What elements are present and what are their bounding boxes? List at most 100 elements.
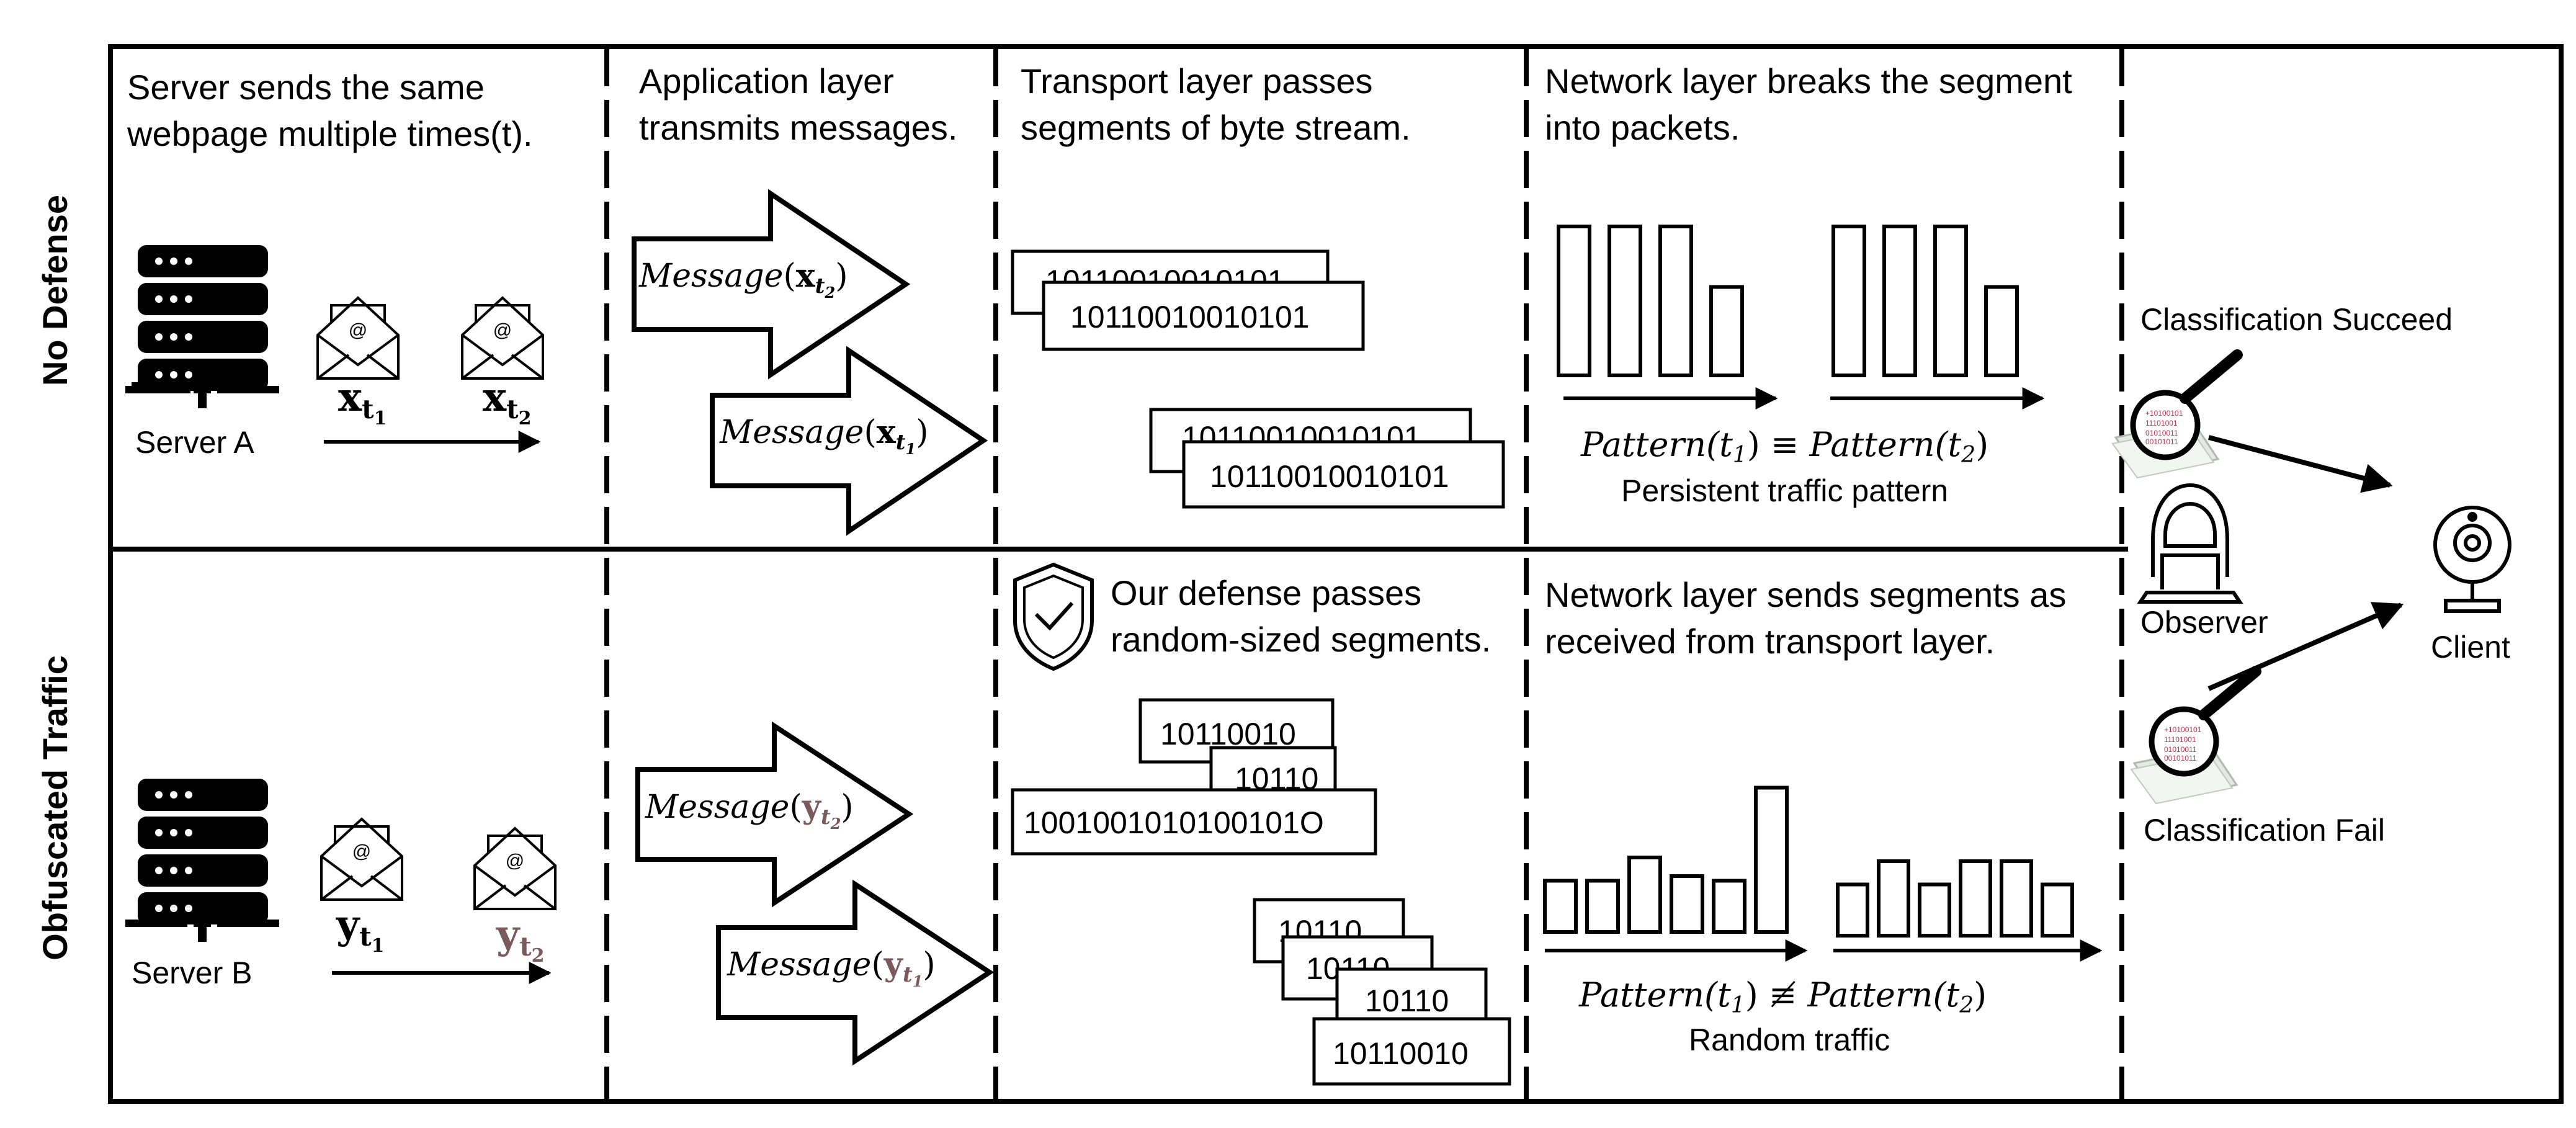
server-column-header: Server sends the same webpage multiple t…: [127, 68, 533, 153]
server-b-icon: [125, 779, 279, 942]
packet-group-top-right: [1831, 225, 2019, 377]
svg-text:1001001010100101O: 1001001010100101O: [1024, 805, 1324, 840]
packet-bar: [1984, 285, 2019, 377]
pattern-caption-random: Random traffic: [1689, 1023, 1890, 1057]
application-column-header: Application layer transmits messages.: [639, 61, 958, 147]
segment-box: 10110010: [1312, 1017, 1511, 1086]
segment-box: 1001001010100101O: [1011, 788, 1377, 856]
message-arrow-shape: Message(xt2): [632, 189, 911, 380]
row-label-no-defense: No Defense: [35, 195, 74, 386]
svg-text:segments of byte stream.: segments of byte stream.: [1021, 108, 1411, 147]
packet-group-bottom-left: [1543, 786, 1789, 934]
packet-bar: [1670, 874, 1704, 934]
svg-text:10110010010101: 10110010010101: [1070, 300, 1310, 334]
svg-text:11101001: 11101001: [2164, 735, 2196, 744]
observer-label: Observer: [2140, 605, 2268, 640]
magnifier-document-icon: +10100101 11101001 01010011 00101011: [2111, 349, 2243, 479]
classification-succeed-label: Classification Succeed: [2140, 302, 2453, 337]
variable-x-t2: xt2: [483, 374, 531, 429]
svg-text:Transport layer passes: Transport layer passes: [1021, 61, 1373, 101]
svg-text:01010011: 01010011: [2145, 429, 2178, 437]
packet-bar: [2041, 882, 2074, 938]
packet-bar: [1918, 882, 1951, 938]
svg-text:Our defense passes: Our defense passes: [1111, 573, 1421, 612]
message-xt1-label: Message(xt1): [719, 413, 928, 458]
svg-text:10110010: 10110010: [1333, 1036, 1469, 1071]
message-xt2-label: Message(xt2): [638, 257, 847, 302]
svg-text:@: @: [349, 320, 367, 341]
packet-bar: [1959, 859, 1992, 938]
diagram-frame: [108, 44, 2564, 1104]
variable-y-t2: yt2: [496, 911, 544, 967]
svg-text:10110010: 10110010: [1160, 717, 1296, 751]
svg-text:webpage multiple times(t).: webpage multiple times(t).: [127, 114, 533, 153]
packet-bar: [1709, 285, 1744, 377]
svg-text:+10100101: +10100101: [2164, 725, 2202, 734]
message-yt2-label: Message(yt2): [645, 788, 854, 833]
packet-bar: [1543, 879, 1578, 934]
svg-text:01010011: 01010011: [2164, 745, 2197, 754]
packet-bar: [1933, 225, 1968, 377]
svg-text:into packets.: into packets.: [1545, 108, 1740, 147]
network-column-header-bottom: Network layer sends segments as received…: [1545, 575, 2066, 661]
packet-bar: [1712, 879, 1746, 934]
packet-bar: [1585, 879, 1620, 934]
svg-text:+10100101: +10100101: [2145, 409, 2183, 418]
packet-bar: [1831, 225, 1866, 377]
packet-bar: [1882, 225, 1917, 377]
packet-bar: [1754, 786, 1789, 934]
svg-text:Network layer breaks the segme: Network layer breaks the segment: [1545, 61, 2072, 101]
svg-text:Server sends the same: Server sends the same: [127, 68, 485, 107]
envelope-icon: @: [461, 296, 544, 380]
packet-bar: [2000, 859, 2033, 938]
pattern-equivalence: Pattern(t1) ≡ Pattern(t2): [1580, 425, 1988, 468]
pattern-caption-persistent: Persistent traffic pattern: [1621, 473, 1948, 508]
server-a-label: Server A: [135, 425, 254, 460]
svg-text:11101001: 11101001: [2145, 419, 2178, 427]
packet-group-bottom-right: [1836, 859, 2074, 938]
server-b-label: Server B: [132, 956, 253, 990]
packet-bar: [1627, 856, 1662, 934]
segment-box: 10110010010101: [1182, 440, 1505, 509]
classification-fail-label: Classification Fail: [2144, 813, 2385, 848]
packet-bar: [1877, 859, 1910, 938]
server-a-icon: [125, 245, 279, 408]
client-webcam-icon: [2433, 506, 2511, 613]
svg-text:Network layer sends segments a: Network layer sends segments as: [1545, 575, 2066, 614]
svg-text:transmits messages.: transmits messages.: [639, 108, 958, 147]
variable-x-t1: xt1: [338, 374, 387, 429]
packet-bar: [1836, 882, 1869, 938]
message-arrow-shape: Message(xt1): [710, 346, 988, 536]
envelope-icon: @: [320, 817, 403, 901]
envelope-icon: @: [316, 296, 400, 380]
flow-arrow-to-client: [2207, 602, 2404, 691]
message-arrow-shape: Message(yt1): [716, 879, 995, 1066]
observer-hacker-icon: [2137, 483, 2243, 604]
packet-bar: [1608, 225, 1642, 377]
packet-bar: [1557, 225, 1591, 377]
variable-y-t1: yt1: [336, 902, 384, 957]
svg-text:10110010010101: 10110010010101: [1210, 459, 1449, 494]
magnifier-document-icon: +10100101 11101001 01010011 00101011: [2130, 666, 2261, 805]
row-label-obfuscated: Obfuscated Traffic: [35, 655, 74, 960]
svg-text:00101011: 00101011: [2164, 754, 2197, 763]
defense-column-header: Our defense passes random-sized segments…: [1111, 573, 1491, 659]
network-column-header-top: Network layer breaks the segment into pa…: [1545, 61, 2072, 147]
message-arrow-shape: Message(yt2): [635, 721, 914, 908]
svg-text:received from transport layer.: received from transport layer.: [1545, 622, 1995, 661]
client-label: Client: [2431, 630, 2510, 665]
svg-text:random-sized segments.: random-sized segments.: [1111, 620, 1491, 659]
shield-check-icon: [1013, 562, 1094, 671]
message-yt1-label: Message(yt1): [727, 946, 936, 990]
packet-bar: [1658, 225, 1693, 377]
transport-column-header: Transport layer passes segments of byte …: [1021, 61, 1411, 147]
svg-text:@: @: [352, 841, 371, 862]
svg-text:00101011: 00101011: [2145, 437, 2178, 446]
segment-box: 10110010010101: [1042, 280, 1365, 351]
pattern-nonequivalence: Pattern(t1) ≢ Pattern(t2): [1578, 975, 1987, 1018]
envelope-icon: @: [473, 826, 557, 910]
flow-arrow-to-client: [2207, 435, 2393, 493]
svg-text:@: @: [493, 320, 512, 341]
packet-group-top-left: [1557, 225, 1744, 377]
svg-text:10110: 10110: [1365, 983, 1449, 1018]
